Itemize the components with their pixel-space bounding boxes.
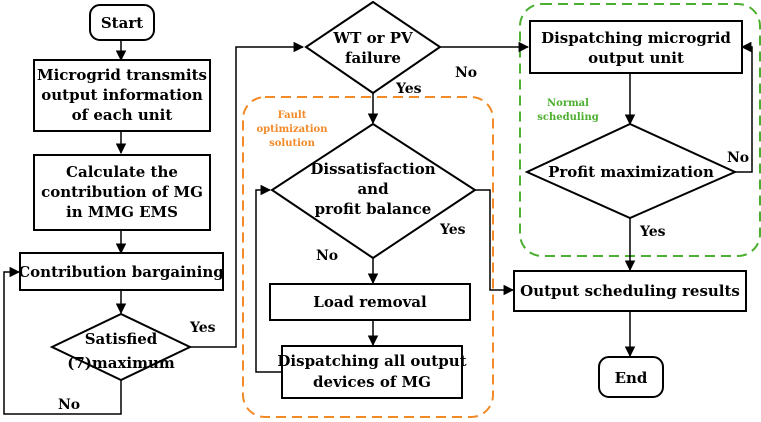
fault-optimization-region <box>242 96 494 418</box>
svg-text:profit balance: profit balance <box>315 200 432 218</box>
normal-region-label-2: scheduling <box>537 112 598 123</box>
svg-text:Start: Start <box>101 14 143 32</box>
dispatch-micro-node: Dispatching microgrid output unit <box>529 20 743 74</box>
svg-text:(7)maximum: (7)maximum <box>67 354 175 372</box>
no-label-satisfied: No <box>58 397 80 413</box>
yes-label-dissatisfaction: Yes <box>439 222 466 238</box>
svg-text:Load removal: Load removal <box>313 293 427 311</box>
no-label-dissatisfaction: No <box>316 248 338 264</box>
svg-text:Contribution bargaining: Contribution bargaining <box>18 263 224 281</box>
transmit-node: Microgrid transmits output information o… <box>33 59 211 132</box>
fault-region-label-2: optimization <box>257 124 329 135</box>
load-removal-node: Load removal <box>269 283 471 321</box>
end-node: End <box>598 356 664 398</box>
svg-text:and: and <box>357 180 389 198</box>
yes-label-profit: Yes <box>639 224 666 240</box>
svg-text:output information: output information <box>41 86 203 104</box>
start-node: Start <box>89 4 155 41</box>
normal-scheduling-region <box>519 3 761 257</box>
svg-text:Calculate the: Calculate the <box>66 163 178 181</box>
no-label-profit: No <box>727 150 749 166</box>
svg-text:Microgrid transmits: Microgrid transmits <box>37 66 207 84</box>
failure-decision: WT or PV failure <box>304 0 442 95</box>
calculate-node: Calculate the contribution of MG in MMG … <box>33 154 211 231</box>
svg-text:End: End <box>615 369 648 387</box>
svg-text:Dispatching all output: Dispatching all output <box>277 352 466 370</box>
profit-decision: Profit maximization <box>524 122 738 220</box>
bargaining-node: Contribution bargaining <box>18 252 224 291</box>
fault-region-label-3: solution <box>269 138 315 149</box>
svg-text:WT or PV: WT or PV <box>332 29 413 47</box>
svg-text:output unit: output unit <box>588 49 684 67</box>
svg-text:Satisfied: Satisfied <box>85 330 158 348</box>
svg-text:failure: failure <box>345 49 401 67</box>
svg-text:contribution of MG: contribution of MG <box>41 183 203 201</box>
svg-text:Dispatching microgrid: Dispatching microgrid <box>541 29 731 47</box>
svg-text:Profit maximization: Profit maximization <box>548 163 714 181</box>
fault-region-label-1: Fault <box>278 110 307 121</box>
svg-text:devices of MG: devices of MG <box>313 373 431 391</box>
no-label-failure: No <box>455 65 477 81</box>
svg-text:in MMG EMS: in MMG EMS <box>66 203 178 221</box>
dispatch-all-node: Dispatching all output devices of MG <box>277 345 467 399</box>
normal-region-label-1: Normal <box>547 98 589 109</box>
yes-label-failure: Yes <box>395 81 422 97</box>
yes-label-satisfied: Yes <box>189 320 216 336</box>
svg-text:of each unit: of each unit <box>72 106 173 124</box>
satisfied-decision: Satisfied (7)maximum <box>49 312 193 382</box>
svg-text:Output scheduling results: Output scheduling results <box>520 282 740 300</box>
output-node: Output scheduling results <box>513 270 747 312</box>
dissatisfaction-decision: Dissatisfaction and profit balance <box>270 122 477 260</box>
connectors <box>3 40 753 415</box>
svg-text:Dissatisfaction: Dissatisfaction <box>310 160 435 178</box>
